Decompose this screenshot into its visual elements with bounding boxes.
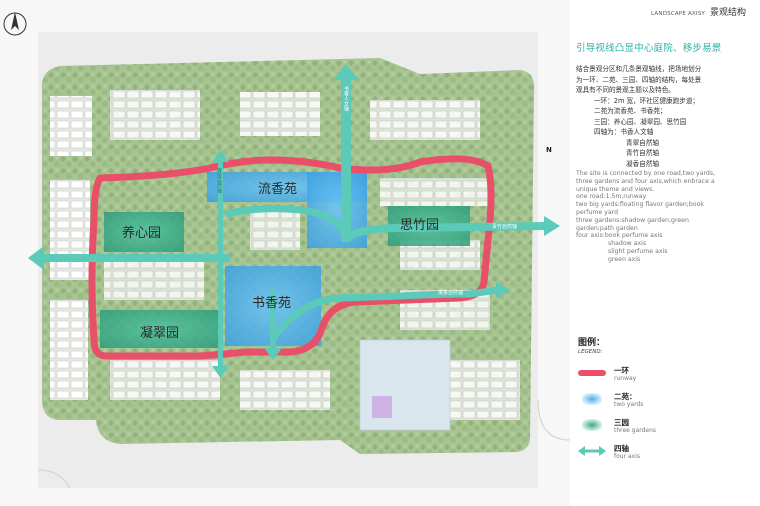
cn-struct-two: 二苑为流香苑、书香苑； (594, 107, 667, 115)
legend-yards-en: two yards (614, 401, 644, 408)
road-curve-east (537, 399, 570, 441)
garden-yangxin (104, 212, 184, 252)
en-line: unique theme and views. (576, 185, 655, 193)
garden-label-sizhu: 思竹园 (400, 218, 440, 233)
en-line: perfume yard (576, 208, 618, 216)
en-line: one road:1.5m,runway (576, 193, 647, 201)
runway-swatch-icon (578, 370, 606, 376)
header-english: LANDSCAPE AXISY (651, 11, 705, 17)
north-arrow-label: N (546, 146, 552, 154)
axis-label-southeast: 凝香自然轴 (438, 290, 464, 296)
road-south (0, 488, 570, 506)
legend-runway-cn: 一环 (614, 366, 629, 375)
legend-axis-cn: 四轴 (614, 444, 629, 453)
legend-axis-en: four axis (614, 453, 640, 460)
legend-yards-cn: 二苑： (614, 392, 637, 401)
en-line: garden;path garden (576, 224, 638, 232)
description-panel: 引导视线凸显中心庭院、移步易景 结合景观分区和几条景观轴线，把场地划分 为一环、… (576, 40, 756, 264)
road-curve-west (37, 469, 71, 489)
en-line: The site is connected by one road,two ya… (576, 170, 716, 177)
cn-line: 结合景观分区和几条景观轴线，把场地划分 (576, 65, 702, 73)
legend-gardens-cn: 三园 (614, 418, 629, 427)
cn-struct-three: 三园：养心园、凝翠园、思竹园 (594, 117, 687, 126)
plaza-feature (372, 396, 392, 418)
legend-runway-en: runway (614, 375, 637, 382)
road-east (538, 0, 570, 506)
north-arrow-icon (3, 12, 27, 36)
cn-struct-four-b: 青翠自然轴 (626, 138, 659, 147)
garden-label-ningcui: 凝翠园 (140, 326, 180, 341)
road-north (0, 0, 570, 32)
axis-label-west: 青翠自然轴 (216, 168, 222, 193)
residential-buildings (50, 90, 520, 420)
yard-swatch-icon (582, 393, 602, 405)
cn-struct-one: 一环：2m 宽，环社区健康跑步道； (594, 96, 700, 105)
panel-title: 引导视线凸显中心庭院、移步易景 (576, 43, 722, 54)
en-line: three gardens and four axis,which enbrac… (576, 177, 715, 185)
en-axis-a: four axis:book perfume axis (576, 232, 663, 240)
cn-struct-four-c: 青竹自然轴 (626, 149, 659, 157)
garden-swatch-icon (582, 419, 602, 431)
yard-label-liuxiang: 流香苑 (258, 182, 298, 197)
english-description: The site is connected by one road,two ya… (576, 170, 756, 264)
legend-title: 图例： (578, 338, 606, 348)
page-header: LANDSCAPE AXISY 景观结构 (651, 5, 746, 18)
garden-label-yangxin: 养心园 (122, 226, 162, 241)
road-west (0, 0, 38, 506)
en-line: three gardens:shadow garden;green (576, 216, 689, 224)
site-plan-drawing (0, 0, 570, 506)
landscape-axes (28, 64, 560, 378)
en-axis-b: shadow axis (608, 240, 647, 248)
cn-struct-four: 四轴为：书香人文轴 (594, 128, 654, 136)
en-line: two big yards:floating flavor garden;boo… (576, 201, 704, 209)
axis-arrow-icon (578, 446, 606, 456)
legend: 图例： LEGEND: 一环 runway 二苑： two yards (578, 335, 748, 460)
cn-line: 观具有不同的景观主题以及特色。 (576, 86, 675, 94)
en-axis-c: slight perfume axis (608, 247, 668, 255)
cn-line: 为一环、二苑、三园、四轴的结构，每处景 (576, 75, 702, 84)
header-title: 景观结构 (709, 8, 746, 18)
legend-item-axis: 四轴 four axis (578, 443, 748, 467)
yard-label-shuxiang: 书香苑 (252, 296, 292, 311)
axis-label-east: 青竹自然轴 (492, 224, 518, 230)
site-plan-map: 流香苑 书香苑 养心园 凝翠园 思竹园 书香人文轴 青翠自然轴 青竹自然轴 凝香… (0, 0, 570, 506)
legend-item-runway: 一环 runway (578, 365, 748, 389)
garden-ningcui (100, 310, 220, 348)
legend-item-gardens: 三园 three gardens (578, 417, 748, 441)
en-axis-d: green axis (608, 255, 641, 263)
axis-label-north: 书香人文轴 (343, 86, 349, 111)
legend-gardens-en: three gardens (614, 427, 657, 434)
chinese-description: 结合景观分区和几条景观轴线，把场地划分 为一环、二苑、三园、四轴的结构，每处景 … (576, 64, 756, 169)
legend-item-yards: 二苑： two yards (578, 391, 748, 415)
cn-struct-four-d: 凝香自然轴 (626, 159, 659, 168)
legend-title-en: LEGEND: (578, 349, 603, 355)
